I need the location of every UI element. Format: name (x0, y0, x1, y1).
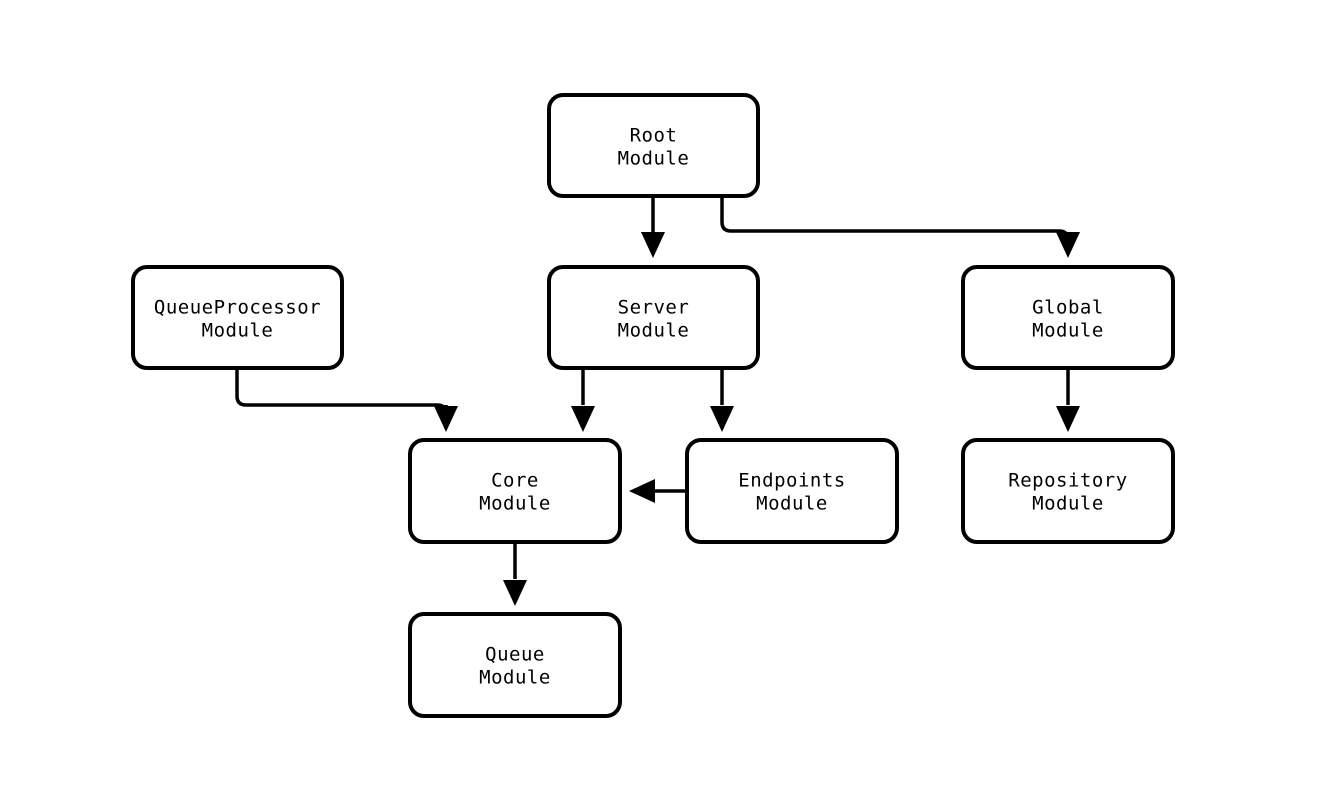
node-core-module[interactable]: Core Module (408, 438, 622, 544)
node-label-line1: Core (491, 470, 539, 492)
edge-core-to-queue (503, 542, 527, 606)
node-label-line1: QueueProcessor (154, 297, 321, 319)
arrowhead-down-icon (434, 406, 458, 432)
edge-server-to-endpoints (710, 368, 734, 432)
node-label-line2: Module (1032, 320, 1104, 342)
edge-layer (235, 196, 1080, 606)
edge-root-to-server (641, 196, 665, 258)
node-label-line1: Queue (485, 644, 545, 666)
node-box[interactable] (408, 438, 622, 544)
edge-root-to-global (720, 196, 1080, 258)
node-label-line2: Module (1032, 493, 1104, 515)
node-label-line1: Repository (1008, 470, 1127, 492)
arrowhead-down-icon (710, 406, 734, 432)
arrowhead-down-icon (641, 232, 665, 258)
arrowhead-down-icon (1056, 232, 1080, 258)
node-label-line2: Module (479, 493, 551, 515)
edge-global-to-repository (1056, 368, 1080, 432)
node-label-line2: Module (479, 667, 551, 689)
node-label-line1: Root (630, 125, 678, 147)
node-label-line2: Module (618, 320, 690, 342)
edge-line (235, 368, 448, 416)
edge-queueprocessor-to-core (235, 368, 458, 432)
node-queueprocessor-module[interactable]: QueueProcessor Module (131, 265, 344, 370)
arrowhead-down-icon (1056, 406, 1080, 432)
node-label-line2: Module (756, 493, 828, 515)
edge-line (720, 196, 1070, 242)
node-label-line2: Module (618, 148, 690, 170)
node-global-module[interactable]: Global Module (961, 265, 1175, 370)
edge-endpoints-to-core (629, 479, 687, 503)
node-box[interactable] (131, 265, 344, 370)
node-box[interactable] (961, 438, 1175, 544)
arrowhead-down-icon (503, 580, 527, 606)
arrowhead-down-icon (571, 406, 595, 432)
node-box[interactable] (547, 93, 760, 198)
node-root-module[interactable]: Root Module (547, 93, 760, 198)
node-label-line1: Endpoints (738, 470, 845, 492)
edge-server-to-core (571, 368, 595, 432)
arrowhead-left-icon (629, 479, 655, 503)
node-endpoints-module[interactable]: Endpoints Module (685, 438, 899, 544)
node-label-line2: Module (202, 320, 274, 342)
node-layer: Root Module QueueProcessor Module Server… (131, 93, 1175, 718)
node-repository-module[interactable]: Repository Module (961, 438, 1175, 544)
node-box[interactable] (685, 438, 899, 544)
node-queue-module[interactable]: Queue Module (408, 612, 622, 718)
node-label-line1: Global (1032, 297, 1104, 319)
node-label-line1: Server (618, 297, 690, 319)
node-box[interactable] (547, 265, 760, 370)
node-box[interactable] (961, 265, 1175, 370)
node-box[interactable] (408, 612, 622, 718)
node-server-module[interactable]: Server Module (547, 265, 760, 370)
